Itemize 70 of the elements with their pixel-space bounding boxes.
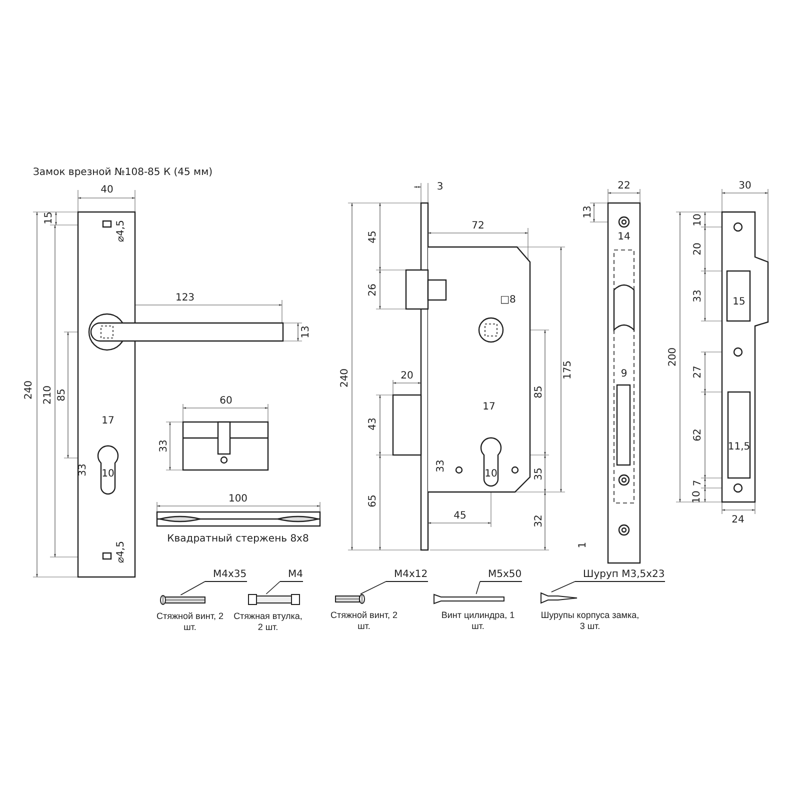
dimension-label: ⌀4,5	[116, 220, 126, 242]
dimension-label: 43	[368, 418, 378, 430]
leader-line	[360, 581, 386, 594]
dimension-label: 10	[692, 214, 704, 226]
leader-line	[180, 581, 206, 596]
part-caption: Стяжная втулка, 2 шт.	[232, 611, 304, 633]
leader-line	[266, 581, 280, 594]
screw-drawing	[160, 595, 206, 605]
dimension-label: 10	[484, 468, 498, 480]
dimension-label: 62	[692, 428, 704, 442]
dimension-label: 45	[368, 230, 378, 244]
dimension-label: 240	[24, 380, 34, 400]
dimension-label: 33	[436, 460, 446, 472]
dimension-label: 24	[732, 514, 744, 526]
dimension-label: 26	[368, 284, 378, 296]
dimension-label: 33	[692, 290, 704, 302]
wood-screw-drawing	[540, 592, 578, 604]
dimension-label: 14	[618, 232, 630, 242]
dimension-label: 85	[56, 388, 68, 402]
dimension-label: 40	[100, 184, 114, 196]
part-spec-label: M4	[280, 569, 303, 582]
dimension-label: 200	[668, 347, 678, 367]
part-spec-label: M5x50	[480, 569, 522, 582]
dimension-label: 35	[534, 468, 544, 480]
dimension-label: 60	[220, 396, 232, 406]
part-caption: Винт цилиндра, 1 шт.	[441, 610, 515, 632]
dimension-label: 11,5	[728, 442, 750, 452]
dimension-label: 3	[436, 182, 444, 192]
dimension-label: 22	[618, 180, 630, 192]
dimension-label: 20	[400, 370, 414, 382]
dimension-label: 32	[534, 514, 544, 528]
dimension-label: 85	[534, 386, 544, 398]
dimension-label: 9	[620, 368, 628, 380]
dimension-label: 65	[368, 494, 378, 508]
dimension-label: 10	[102, 468, 114, 480]
screw-drawing	[335, 594, 365, 604]
drawing-title: Замок врезной №108-85 К (45 мм)	[33, 167, 213, 178]
dimension-label: ⌀4,5	[116, 541, 126, 563]
dimension-label: 27	[692, 366, 704, 378]
dimension-label: □8	[500, 294, 516, 306]
dimension-label: 17	[482, 402, 496, 412]
dimension-label: 30	[738, 180, 752, 192]
dimension-label: 1	[578, 542, 588, 548]
part-caption: Шурупы корпуса замка, 3 шт.	[540, 610, 640, 632]
screw-drawing	[433, 594, 505, 604]
dimension-label: 123	[175, 292, 195, 304]
dimension-label: 15	[44, 212, 54, 224]
dimension-label: 72	[472, 220, 484, 232]
dimension-label: 45	[454, 510, 466, 522]
dimension-label: 33	[158, 440, 170, 452]
dimension-label: 13	[300, 326, 312, 338]
dimension-label: 10	[692, 490, 702, 504]
part-spec-label: M4x12	[386, 569, 428, 582]
part-spec-label: Шуруп М3,5х23	[575, 569, 665, 582]
dimension-label: 240	[340, 368, 350, 388]
dimension-label: 15	[732, 296, 746, 308]
leader-line	[476, 581, 480, 594]
dimension-label: 17	[102, 416, 114, 426]
dimension-label: 100	[228, 494, 248, 504]
leader-line	[551, 581, 576, 592]
dimension-label: 175	[562, 360, 574, 380]
part-caption: Стяжной винт, 2 шт.	[156, 611, 224, 633]
part-spec-label: M4x35	[205, 569, 247, 582]
part-caption: Стяжной винт, 2 шт.	[330, 610, 398, 632]
sleeve-drawing	[248, 594, 300, 605]
dimension-label: 20	[692, 242, 704, 256]
dimension-label: 210	[42, 385, 54, 405]
part-caption: Квадратный стержень 8x8	[167, 534, 309, 544]
dimension-label: 13	[582, 206, 594, 218]
dimension-label: 7	[692, 480, 704, 486]
